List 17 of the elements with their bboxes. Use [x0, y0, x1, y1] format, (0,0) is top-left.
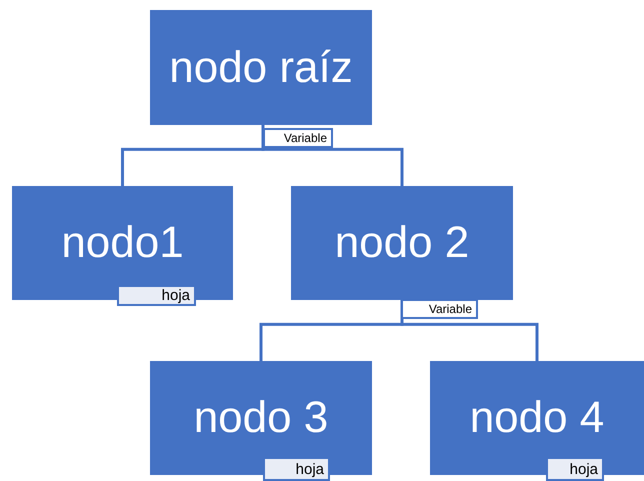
tag-label: hoja — [296, 462, 324, 476]
node-label: nodo1 — [61, 221, 184, 265]
leaf-tag — [117, 285, 196, 306]
variable-tag — [401, 299, 478, 319]
node-label: nodo 2 — [334, 221, 470, 265]
tag-label: hoja — [162, 288, 190, 303]
tag-label: hoja — [570, 462, 598, 476]
node-label: nodo raíz — [169, 46, 353, 90]
tag-label: Variable — [284, 132, 327, 144]
tree-node-box — [150, 10, 372, 125]
node-label: nodo 3 — [194, 396, 328, 440]
variable-tag — [263, 128, 333, 148]
node-label: nodo 4 — [470, 396, 604, 440]
tag-label: Variable — [428, 303, 472, 315]
tree-node-box — [291, 186, 513, 300]
leaf-tag — [546, 457, 604, 481]
leaf-tag — [263, 457, 330, 481]
